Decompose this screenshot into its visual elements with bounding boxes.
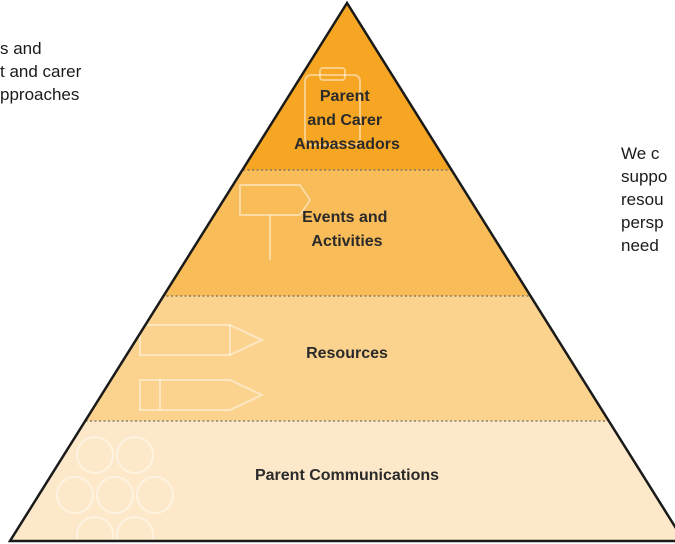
people-group-icon <box>56 436 174 541</box>
left-description-line: pproaches <box>0 85 80 104</box>
right-description-line: persp <box>621 213 664 232</box>
right-description-line: need <box>621 236 659 255</box>
sign-icon <box>239 184 312 260</box>
left-description-line: t and carer <box>0 62 82 81</box>
right-description-line: resou <box>621 190 664 209</box>
left-description-line: s and <box>0 39 42 58</box>
tier-label-ambassadors: Parent and Carer Ambassadors <box>294 88 400 153</box>
tier-communications-band <box>10 421 675 541</box>
clipboard-icon <box>304 67 361 146</box>
tier-label-events: Events and Activities <box>302 209 392 250</box>
watermark-illustrations <box>56 67 361 541</box>
right-description-line: suppo <box>621 167 668 186</box>
pyramid-outline <box>7 0 675 543</box>
right-description-line: We c <box>621 144 660 163</box>
right-description: We c suppo resou persp need <box>621 142 667 257</box>
left-description: s and t and carer pproaches <box>0 37 81 106</box>
pencil-icon <box>139 324 265 411</box>
tier-label-resources: Resources <box>306 345 388 362</box>
tier-label-communications: Parent Communications <box>255 467 439 484</box>
